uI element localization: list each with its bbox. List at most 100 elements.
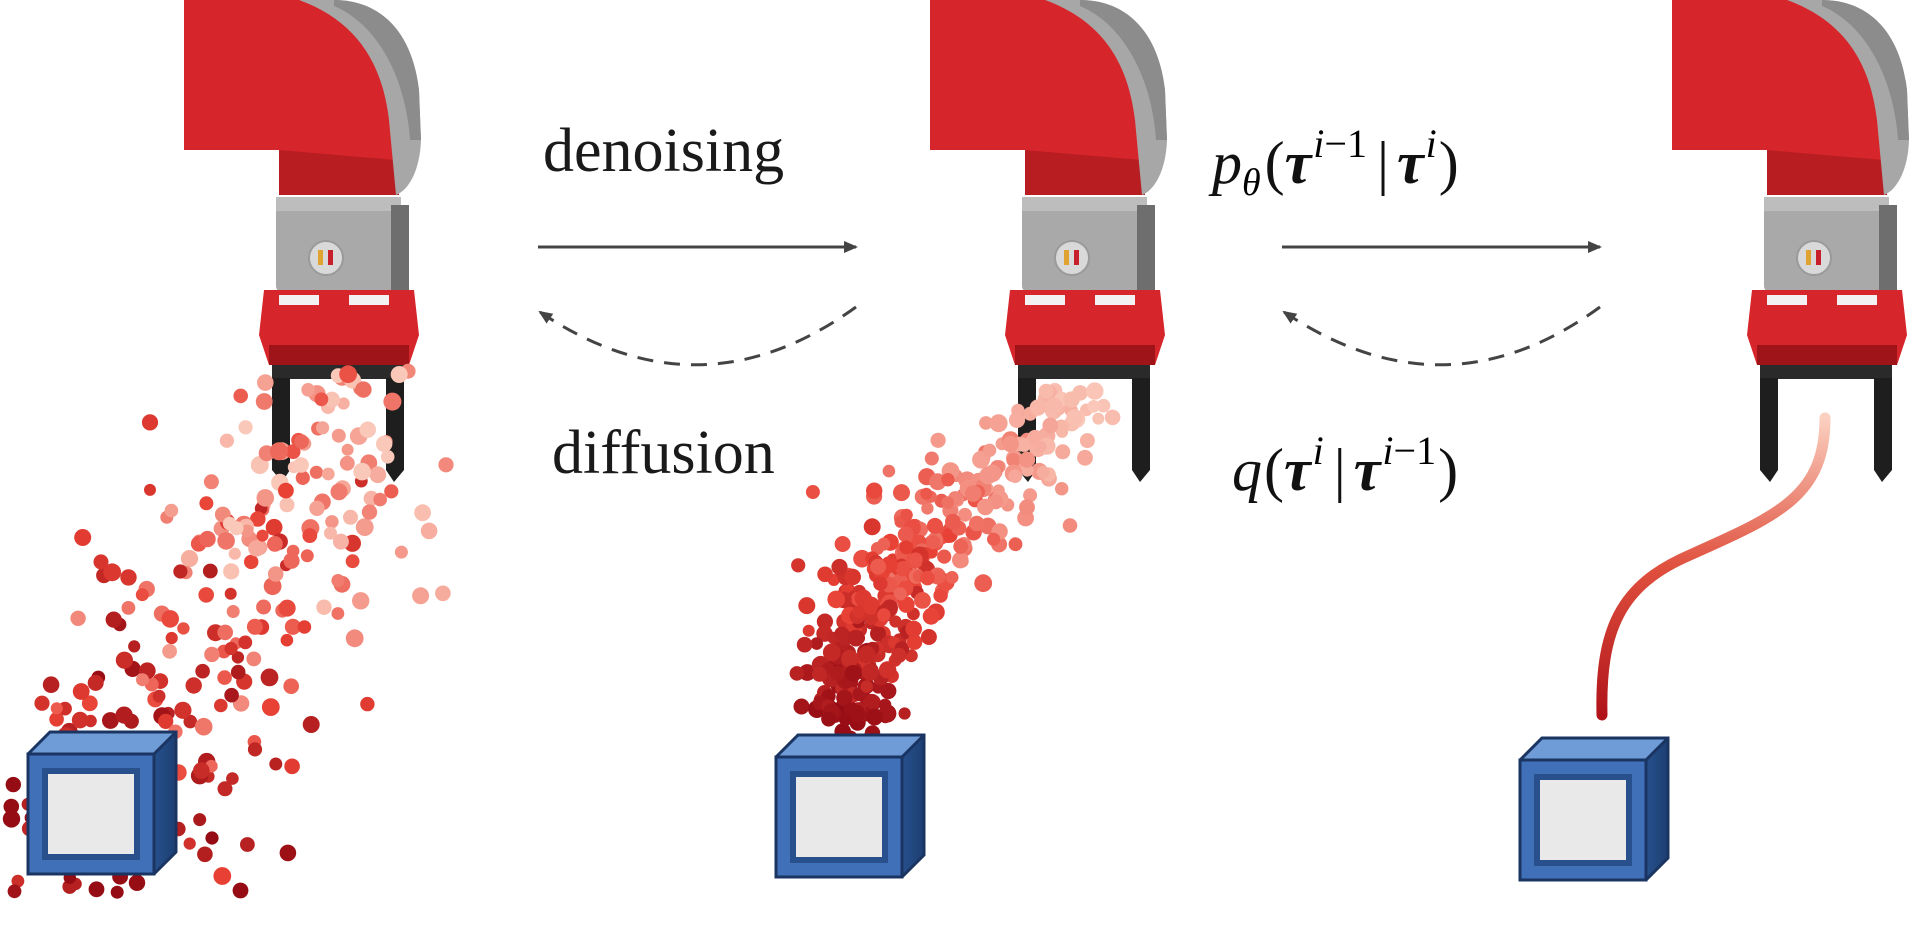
noise-point — [384, 484, 399, 499]
noise-point — [223, 563, 240, 580]
noise-point — [952, 551, 969, 569]
noise-point — [352, 592, 370, 610]
noise-point — [866, 482, 883, 499]
noise-point — [360, 696, 375, 712]
noise-point — [233, 388, 248, 404]
noise-point — [238, 420, 253, 435]
noise-point — [240, 837, 255, 852]
noise-point — [920, 570, 935, 586]
noise-point — [309, 500, 325, 516]
noise-point — [214, 698, 228, 713]
noise-point — [873, 576, 888, 591]
noise-point — [908, 552, 923, 567]
noise-point — [984, 464, 1002, 482]
noise-point — [1002, 435, 1019, 453]
noise-point — [791, 558, 806, 573]
noise-point — [914, 592, 931, 609]
noise-point — [853, 549, 871, 568]
noise-point — [229, 521, 244, 536]
noise-point — [834, 626, 850, 642]
noise-point — [969, 515, 985, 532]
noise-point — [257, 374, 274, 391]
noise-point — [195, 663, 210, 679]
noise-point — [5, 776, 21, 793]
noise-point — [194, 717, 213, 736]
noise-point — [226, 605, 240, 618]
noise-point — [860, 680, 873, 693]
noise-point — [412, 587, 430, 605]
noise-point — [394, 545, 408, 559]
noise-point — [920, 487, 933, 500]
noise-point — [847, 629, 865, 647]
noise-point — [42, 676, 60, 693]
noise-point — [337, 397, 350, 410]
noise-point — [115, 651, 133, 669]
noise-point — [920, 629, 937, 645]
noise-point — [373, 492, 388, 507]
noise-point — [199, 496, 214, 511]
noise-point — [165, 631, 178, 645]
noise-point — [953, 538, 969, 554]
noise-point — [977, 498, 994, 516]
noise-point — [1034, 440, 1047, 453]
noise-point — [339, 365, 357, 384]
noise-point — [103, 563, 122, 582]
noise-point — [141, 414, 159, 431]
noise-point — [267, 536, 283, 552]
noise-point — [260, 668, 279, 687]
noise-point — [974, 574, 993, 593]
noise-point — [205, 831, 219, 845]
noise-point — [841, 649, 859, 668]
noise-point — [897, 526, 914, 543]
noise-point — [1008, 469, 1022, 484]
noise-point — [926, 535, 941, 550]
noise-point — [93, 554, 109, 570]
noise-point — [228, 547, 241, 560]
noise-point — [1066, 409, 1083, 426]
robot-arm-icon-noisy — [183, 0, 422, 483]
noise-point — [844, 568, 861, 586]
noise-point — [1006, 453, 1021, 468]
noise-point — [932, 570, 946, 584]
noise-point — [927, 517, 943, 534]
noise-point — [105, 611, 122, 628]
noise-point — [120, 569, 137, 586]
noise-point — [135, 588, 149, 602]
noise-point — [185, 677, 202, 694]
noise-point — [244, 554, 259, 570]
noise-point — [238, 635, 253, 650]
noise-point — [852, 605, 866, 618]
noise-point — [248, 540, 265, 557]
noise-point — [283, 678, 300, 694]
noise-point — [900, 508, 913, 522]
noise-point — [115, 706, 133, 724]
noise-point — [1045, 397, 1063, 415]
clean-trajectory-curve — [1596, 412, 1831, 721]
noise-point — [3, 798, 20, 815]
noise-point — [831, 558, 848, 576]
noise-point — [866, 708, 884, 726]
noise-point — [71, 711, 89, 729]
noise-point — [891, 647, 907, 664]
noise-point — [1055, 482, 1069, 496]
noise-point — [893, 587, 907, 601]
noise-point — [924, 451, 939, 466]
noise-point — [231, 651, 245, 664]
noise-point — [297, 620, 312, 634]
noise-point — [325, 515, 339, 529]
noise-point — [162, 643, 178, 659]
noise-point — [870, 558, 887, 575]
noise-point — [1042, 417, 1059, 434]
noise-point — [1086, 382, 1104, 400]
noise-point — [164, 503, 179, 518]
noise-point — [1062, 518, 1078, 533]
diffusion-arrow-2 — [1282, 305, 1601, 367]
noise-point — [958, 507, 972, 522]
noise-point — [217, 624, 233, 641]
noise-point — [70, 610, 86, 626]
noise-point — [982, 443, 997, 457]
noise-point — [414, 504, 431, 522]
noise-point — [870, 625, 886, 642]
noise-point — [945, 571, 959, 584]
noise-point — [438, 457, 454, 473]
